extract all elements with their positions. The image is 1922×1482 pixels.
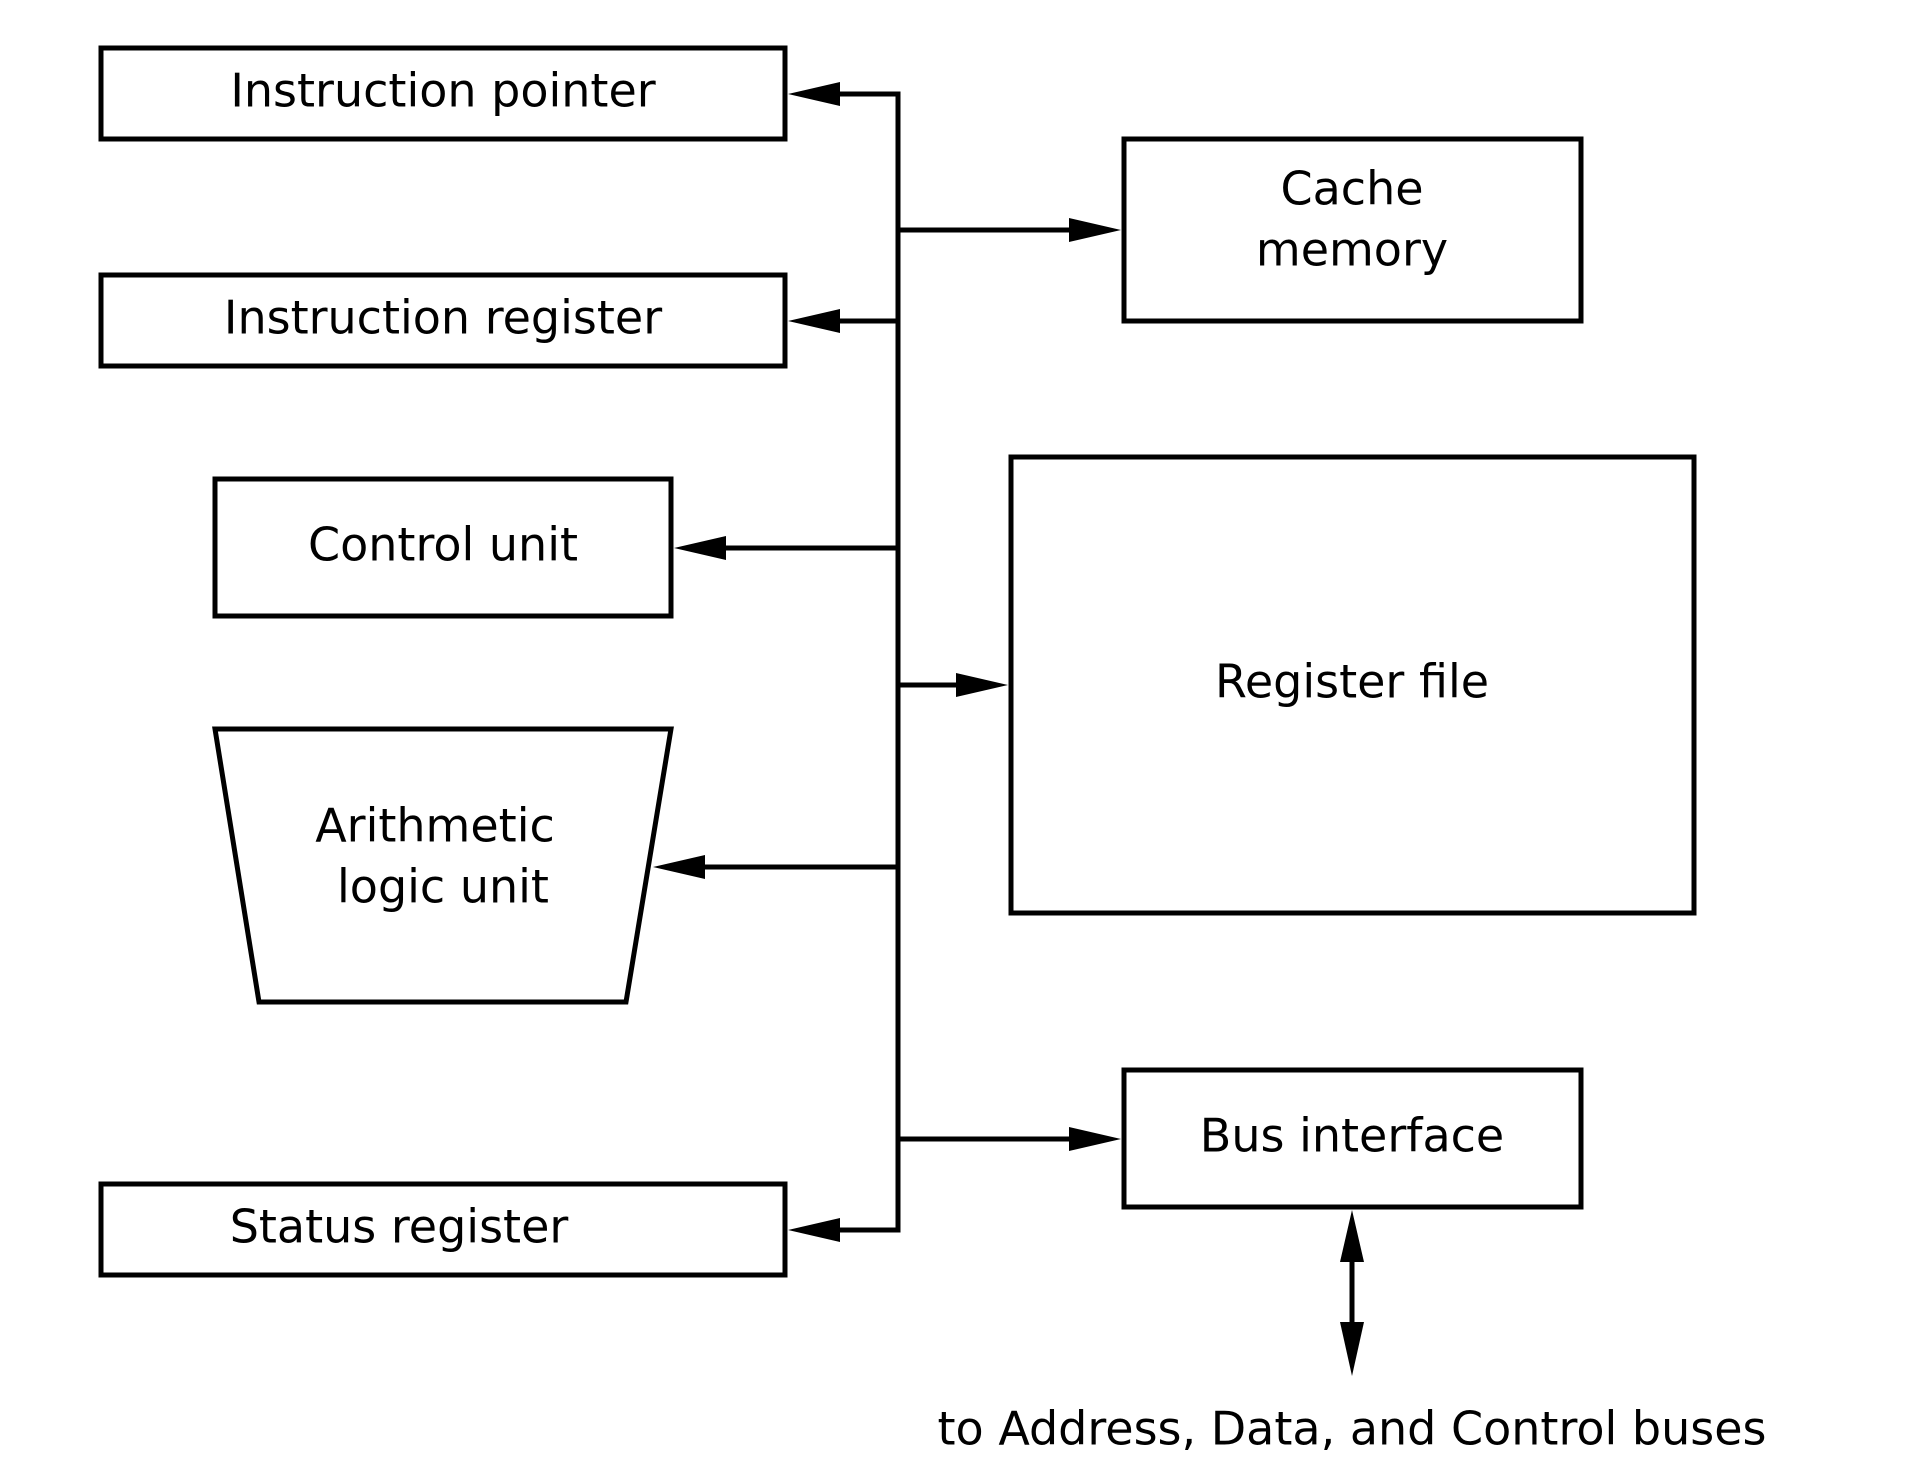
arrowhead-left-icon (674, 536, 726, 560)
arrowhead-right-icon (1069, 1127, 1121, 1151)
connector-status-register (788, 1218, 901, 1242)
external-buses-label: to Address, Data, and Control buses (938, 1402, 1767, 1456)
control-unit-block: Control unit (212, 476, 674, 619)
arrowhead-left-icon (788, 82, 840, 106)
control-unit-label: Control unit (308, 518, 578, 572)
arrowhead-left-icon (788, 309, 840, 333)
instruction-pointer-label: Instruction pointer (230, 64, 655, 118)
connector-instruction-register (788, 309, 901, 333)
register-file-box (1008, 454, 1697, 916)
connector-cache-memory (895, 218, 1121, 242)
status-register-box (98, 1181, 788, 1278)
arrowhead-right-icon (1069, 218, 1121, 242)
register-file-block: Register file (1008, 454, 1697, 916)
alu-trapezoid (212, 726, 674, 1005)
cache-memory-block: Cache memory (1121, 136, 1584, 324)
cache-memory-box (1121, 136, 1584, 324)
arrowhead-left-icon (788, 1218, 840, 1242)
instruction-pointer-box (98, 45, 788, 142)
connector-register-file (895, 673, 1008, 697)
control-unit-box (212, 476, 674, 619)
instruction-register-label: Instruction register (224, 291, 662, 345)
connector-external-buses (1340, 1210, 1364, 1376)
connector-alu (653, 855, 901, 879)
bus-interface-block: Bus interface (1121, 1067, 1584, 1210)
connector-control-unit (674, 536, 901, 560)
status-register-block: Status register (98, 1181, 788, 1278)
arrowhead-down-icon (1340, 1322, 1364, 1376)
bus-interface-box (1121, 1067, 1584, 1210)
instruction-register-block: Instruction register (98, 272, 788, 369)
connector-instruction-pointer (788, 82, 901, 106)
bus-interface-label: Bus interface (1200, 1109, 1504, 1163)
register-file-label: Register file (1215, 655, 1489, 709)
alu-block: Arithmetic logic unit (212, 726, 674, 1005)
arrowhead-left-icon (653, 855, 705, 879)
arrowhead-right-icon (956, 673, 1008, 697)
arrowhead-up-icon (1340, 1210, 1364, 1262)
status-register-label: Status register (230, 1200, 569, 1254)
cache-memory-label-line1: Cache (1280, 162, 1423, 216)
instruction-pointer-block: Instruction pointer (98, 45, 788, 142)
connector-bus-interface (895, 1127, 1121, 1151)
alu-label-line2: logic unit (337, 860, 549, 914)
instruction-register-box (98, 272, 788, 369)
alu-label-line1: Arithmetic (315, 799, 555, 853)
cache-memory-label-line2: memory (1256, 223, 1448, 277)
